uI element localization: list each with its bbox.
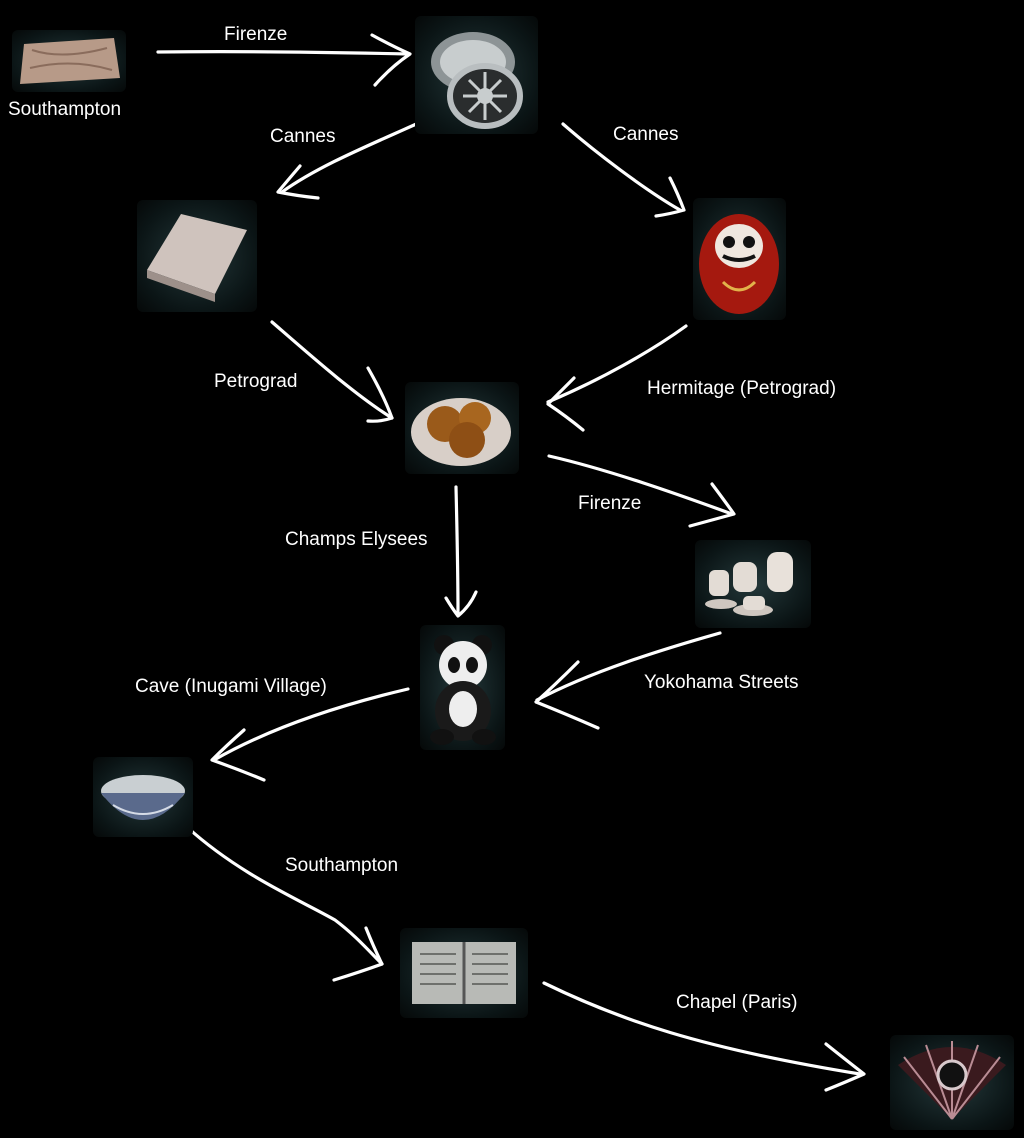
route-label-southampton: Southampton (285, 855, 399, 876)
arrow-book-to-fan (542, 981, 866, 1092)
route-label-chapel: Chapel (Paris) (676, 992, 798, 1013)
arrow-croquettes-to-panda (444, 485, 478, 618)
arrow-paper-to-film (156, 33, 412, 87)
tea-set-icon (695, 540, 811, 628)
panda-plush-icon (420, 625, 505, 750)
arrow-bowl-to-book (185, 825, 384, 982)
arrow-croquettes-to-teaset (547, 454, 736, 528)
arrow-daruma-to-croquettes (546, 324, 688, 432)
croquettes-plate-icon (405, 382, 519, 474)
route-label-cannes-right: Cannes (613, 124, 679, 145)
route-label-petrograd: Petrograd (214, 371, 298, 392)
cloth-item-icon (12, 30, 126, 92)
film-reels-icon (415, 16, 538, 134)
route-label-cannes-left: Cannes (270, 126, 336, 147)
arrow-cushion-to-croquettes (270, 320, 394, 423)
route-label-hermitage: Hermitage (Petrograd) (647, 378, 837, 399)
folding-fan-icon (890, 1035, 1014, 1130)
route-label-firenze-2: Firenze (578, 493, 642, 514)
open-book-icon (400, 928, 528, 1018)
route-label-champs-elysees: Champs Elysees (285, 529, 428, 550)
daruma-doll-icon (693, 198, 786, 320)
arrow-teaset-to-panda (534, 631, 722, 730)
start-location-label: Southampton (8, 99, 122, 120)
route-label-cave: Cave (Inugami Village) (135, 676, 327, 697)
route-label-firenze-1: Firenze (224, 24, 288, 45)
arrow-film-to-daruma (561, 122, 686, 218)
arrow-panda-to-bowl (210, 687, 410, 782)
arrow-film-to-cushion (276, 119, 425, 200)
cushion-item-icon (137, 200, 257, 312)
route-label-yokohama: Yokohama Streets (644, 672, 799, 693)
rice-bowl-icon (93, 757, 193, 837)
